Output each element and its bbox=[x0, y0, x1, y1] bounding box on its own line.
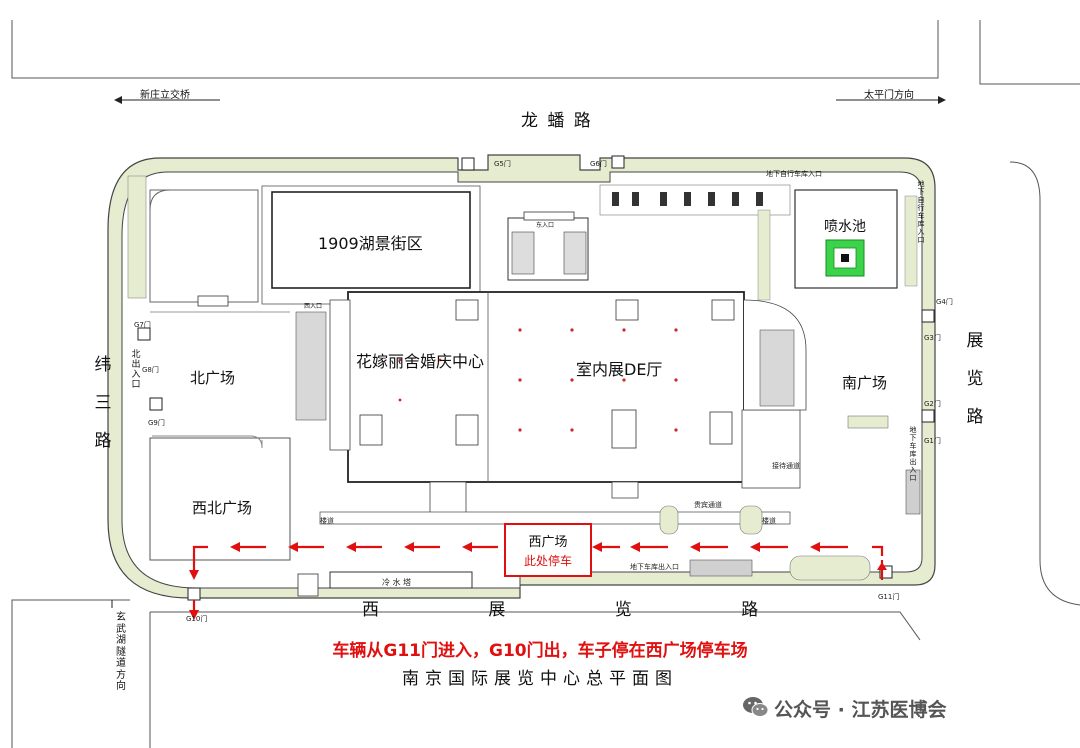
gate-g8-label: G8门 bbox=[142, 366, 159, 374]
gate-g10-label: G10门 bbox=[186, 615, 208, 623]
block-1909-box bbox=[271, 191, 471, 289]
east-ramp bbox=[905, 469, 921, 515]
north-parking bbox=[599, 184, 791, 216]
south-garage-label: 地下车库出入口 bbox=[630, 563, 679, 571]
fountain-green-right bbox=[904, 195, 918, 287]
hall-west-stairs bbox=[295, 311, 327, 421]
hall-column-dots bbox=[398, 328, 678, 432]
outer-road-edge-ne bbox=[979, 20, 1080, 85]
east-bike-label: 地下自行车库入口 bbox=[917, 180, 925, 244]
gate-g9-label: G9门 bbox=[148, 419, 165, 427]
callout-subtitle: 此处停车 bbox=[523, 554, 572, 568]
north-canopy bbox=[523, 211, 575, 221]
gate-g6-label: G6门 bbox=[590, 160, 607, 168]
east-gate-label: 地下车库出入口 bbox=[909, 426, 917, 482]
gate-g3-label: G3门 bbox=[924, 334, 941, 342]
nw-lawn-green bbox=[127, 175, 147, 299]
road-north-label: 龙 蟠 路 bbox=[521, 111, 593, 131]
outer-road-edge-north bbox=[11, 20, 939, 79]
outer-road-edge-sw bbox=[11, 599, 130, 748]
outer-road-edge-south bbox=[150, 611, 921, 641]
parking-stalls bbox=[612, 192, 763, 206]
south-ramp bbox=[689, 559, 753, 577]
zone-north-plaza-label: 北广场 bbox=[190, 369, 236, 387]
zone-fountain-label: 喷水池 bbox=[824, 219, 866, 235]
reception-label: 接待通道 bbox=[772, 462, 800, 470]
route-arrows bbox=[189, 542, 887, 620]
gate-g1-label: G1门 bbox=[924, 437, 941, 445]
north-stairs-left bbox=[511, 231, 535, 275]
vip-label: 贵宾通道 bbox=[694, 501, 722, 509]
hall-west-wing bbox=[329, 299, 351, 451]
zone-northwest-plaza-label: 西北广场 bbox=[192, 499, 253, 517]
road-west-label: 纬三路 bbox=[94, 355, 112, 451]
direction-north-right: 太平门方向 bbox=[864, 90, 914, 101]
corridor-east-label: 楼道 bbox=[762, 517, 776, 525]
road-south-label: 西 展 览 路 bbox=[362, 600, 811, 620]
gate-g4-label: G4门 bbox=[936, 298, 953, 306]
south-green-2 bbox=[739, 505, 763, 535]
nw-lawn bbox=[149, 189, 259, 303]
south-green-1 bbox=[659, 505, 679, 535]
fountain-core bbox=[841, 254, 849, 262]
pool-box bbox=[329, 571, 473, 589]
zone-south-plaza-label: 南广场 bbox=[842, 374, 888, 392]
pool-label: 冷 水 塔 bbox=[382, 578, 412, 587]
watermark: 公众号 · 江苏医博会 bbox=[742, 690, 1052, 724]
direction-south-left: 玄武湖隧道方向 bbox=[116, 612, 126, 692]
nw-plaza-green bbox=[152, 435, 263, 449]
callout-title: 西广场 bbox=[528, 535, 568, 550]
hall-south-porch-2 bbox=[611, 481, 639, 499]
fountain-green-left bbox=[757, 209, 771, 301]
route-notice: 车辆从G11门进入，G10门出，车子停在西广场停车场 bbox=[332, 641, 748, 661]
road-east-label: 展览路 bbox=[966, 331, 984, 427]
parking-callout: 西广场 此处停车 bbox=[504, 523, 592, 577]
hall-east-stairs bbox=[759, 329, 795, 407]
entry-label-1: 东入口 bbox=[536, 222, 555, 229]
gate-g2-label: G2门 bbox=[924, 400, 941, 408]
south-plaza-feature bbox=[847, 415, 889, 429]
zone-1909-label: 1909湖景街区 bbox=[318, 234, 423, 253]
outer-road-edge-east bbox=[1009, 161, 1080, 606]
entry-label-2: 西入口 bbox=[304, 303, 323, 310]
plan-title: 南京国际展览中心总平面图 bbox=[402, 669, 678, 689]
gate-g7-label: G7门 bbox=[134, 321, 151, 329]
south-green-3 bbox=[789, 555, 871, 581]
zone-hall-label: 室内展DE厅 bbox=[576, 360, 663, 379]
gate-g5-label: G5门 bbox=[494, 160, 511, 168]
nw-lawn-curve bbox=[149, 189, 171, 302]
gate-g11-label: G11门 bbox=[878, 593, 900, 601]
nw-plaza-lawn bbox=[149, 437, 291, 561]
hall-east-wing bbox=[741, 409, 801, 489]
hall-cores bbox=[359, 299, 735, 449]
direction-arrows bbox=[111, 96, 946, 608]
pool-sideblock bbox=[297, 573, 319, 597]
watermark-text: 公众号 · 江苏医博会 bbox=[774, 699, 947, 721]
north-bike-label: 地下自行车库入口 bbox=[766, 170, 822, 178]
direction-north-left: 新庄立交桥 bbox=[140, 90, 190, 101]
north-stairs-right bbox=[563, 231, 587, 275]
zone-wedding-label: 花嫁丽舍婚庆中心 bbox=[356, 352, 485, 371]
corridor-west-label: 楼道 bbox=[320, 517, 334, 525]
north-gate-label: 北出入口 bbox=[131, 350, 141, 390]
main-hall-outline bbox=[347, 291, 745, 483]
bldg-north-small bbox=[197, 295, 229, 307]
wechat-icon bbox=[743, 697, 769, 717]
